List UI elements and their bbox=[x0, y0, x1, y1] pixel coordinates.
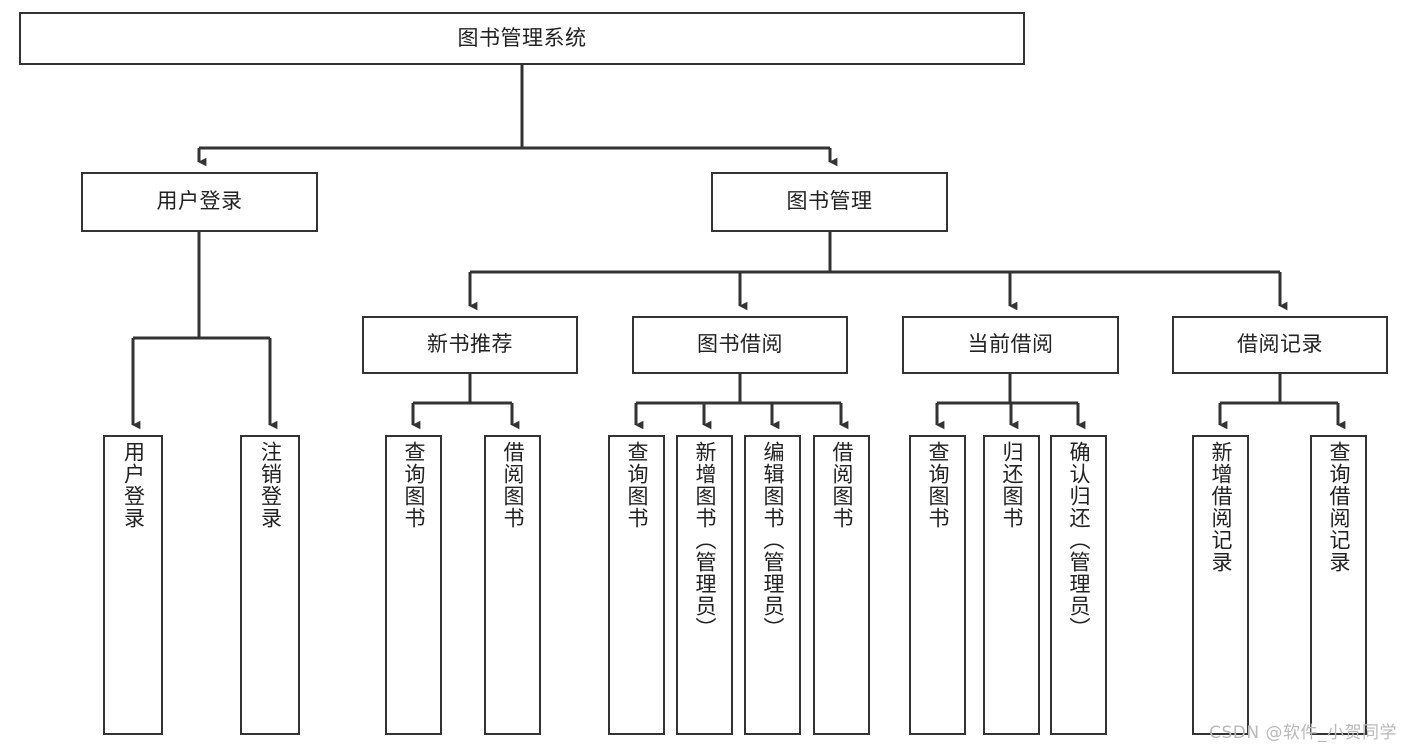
leaf-record-add-record-label: 新增借阅记录 bbox=[1208, 441, 1233, 573]
leaf-newbook-query-book[interactable]: 查询图书 bbox=[385, 435, 442, 735]
leaf-user-login-label: 用户登录 bbox=[121, 441, 146, 529]
leaf-user-login[interactable]: 用户登录 bbox=[103, 435, 163, 735]
leaf-borrow-query-book-label: 查询图书 bbox=[624, 441, 649, 529]
leaf-logout[interactable]: 注销登录 bbox=[240, 435, 300, 735]
leaf-current-confirm-return-admin[interactable]: 确认归还（管理员） bbox=[1050, 435, 1107, 735]
csdn-watermark: CSDN @软件_小贺同学 bbox=[1209, 723, 1397, 743]
node-root[interactable]: 图书管理系统 bbox=[19, 12, 1025, 65]
node-book-management[interactable]: 图书管理 bbox=[711, 172, 948, 232]
node-new-book-recommend-label: 新书推荐 bbox=[427, 332, 513, 357]
leaf-current-confirm-return-admin-label: 确认归还（管理员） bbox=[1066, 441, 1091, 639]
node-current-borrow-label: 当前借阅 bbox=[967, 332, 1054, 357]
node-book-management-label: 图书管理 bbox=[786, 189, 873, 214]
leaf-borrow-borrow-book[interactable]: 借阅图书 bbox=[813, 435, 870, 735]
leaf-borrow-add-book-admin[interactable]: 新增图书（管理员） bbox=[676, 435, 733, 735]
leaf-record-query-record-label: 查询借阅记录 bbox=[1326, 441, 1351, 573]
leaf-record-add-record[interactable]: 新增借阅记录 bbox=[1192, 435, 1249, 735]
leaf-borrow-edit-book-admin[interactable]: 编辑图书（管理员） bbox=[744, 435, 801, 735]
node-book-borrow-label: 图书借阅 bbox=[697, 332, 783, 357]
node-root-label: 图书管理系统 bbox=[457, 25, 587, 50]
leaf-borrow-borrow-book-label: 借阅图书 bbox=[829, 441, 854, 529]
leaf-current-return-book-label: 归还图书 bbox=[999, 441, 1024, 529]
node-current-borrow[interactable]: 当前借阅 bbox=[902, 316, 1119, 374]
leaf-borrow-query-book[interactable]: 查询图书 bbox=[608, 435, 665, 735]
leaf-borrow-add-book-admin-label: 新增图书（管理员） bbox=[692, 441, 717, 639]
node-borrow-record[interactable]: 借阅记录 bbox=[1172, 316, 1388, 374]
node-user-login-label: 用户登录 bbox=[156, 189, 243, 214]
leaf-current-query-book[interactable]: 查询图书 bbox=[909, 435, 966, 735]
node-borrow-record-label: 借阅记录 bbox=[1237, 332, 1323, 357]
leaf-borrow-edit-book-admin-label: 编辑图书（管理员） bbox=[760, 441, 785, 639]
leaf-newbook-borrow-book-label: 借阅图书 bbox=[500, 441, 525, 529]
node-new-book-recommend[interactable]: 新书推荐 bbox=[362, 316, 578, 374]
leaf-newbook-borrow-book[interactable]: 借阅图书 bbox=[484, 435, 541, 735]
node-book-borrow[interactable]: 图书借阅 bbox=[632, 316, 848, 374]
leaf-current-query-book-label: 查询图书 bbox=[925, 441, 950, 529]
leaf-current-return-book[interactable]: 归还图书 bbox=[983, 435, 1040, 735]
node-user-login[interactable]: 用户登录 bbox=[81, 172, 318, 232]
leaf-logout-label: 注销登录 bbox=[258, 441, 283, 529]
leaf-newbook-query-book-label: 查询图书 bbox=[401, 441, 426, 529]
leaf-record-query-record[interactable]: 查询借阅记录 bbox=[1310, 435, 1367, 735]
